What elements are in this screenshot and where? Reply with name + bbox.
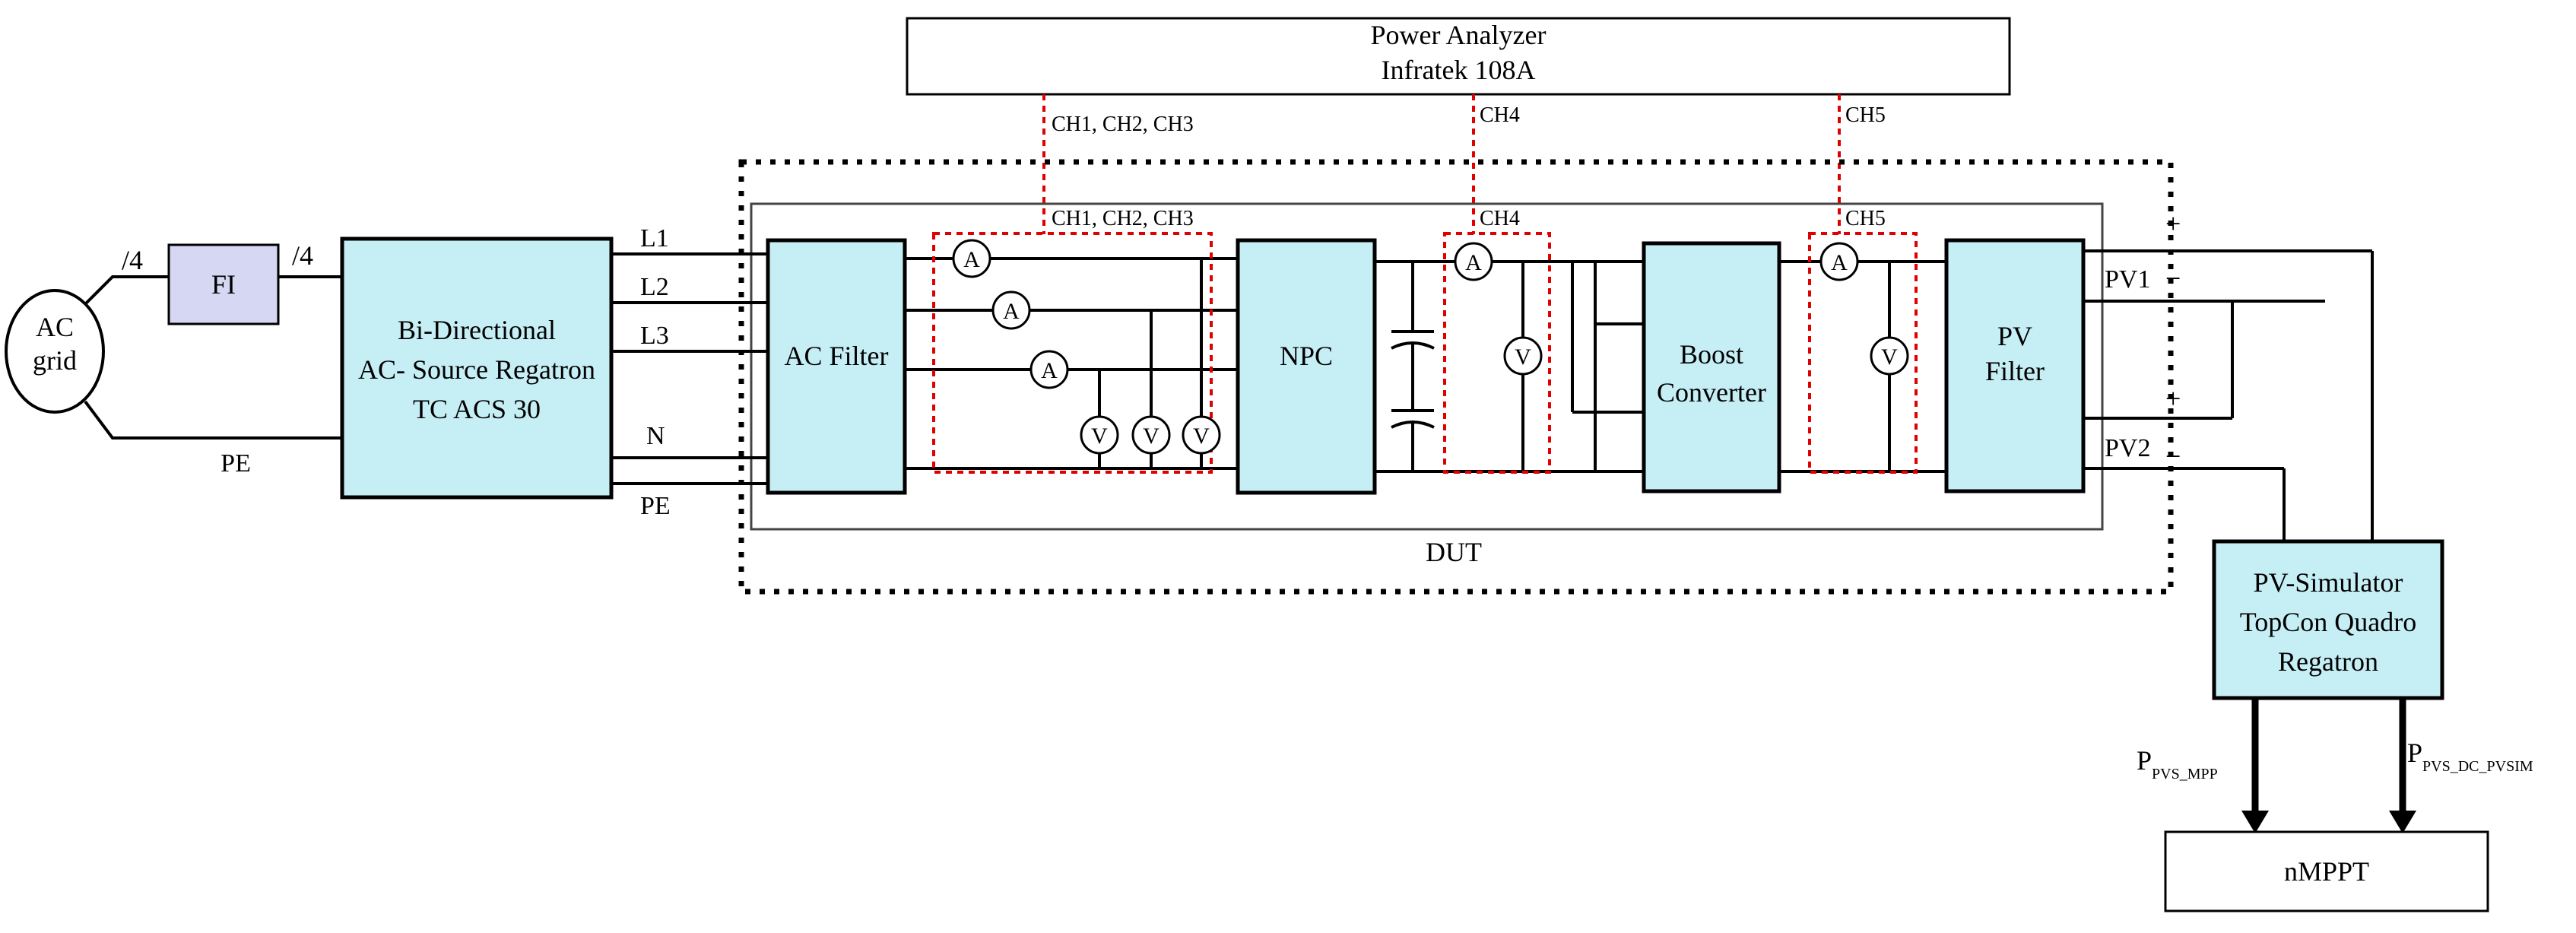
npc-label: NPC [1280, 341, 1333, 371]
pe-left-label: PE [220, 449, 251, 478]
voltmeter-ch2-symbol: V [1143, 424, 1160, 449]
measurement-boundary [738, 159, 2174, 595]
fi-block: FI [167, 243, 280, 325]
ac-source-line1: Bi-Directional [398, 315, 556, 345]
pv1-plus-sign: + [2165, 208, 2181, 239]
voltmeter-ch2: V [1131, 415, 1171, 455]
nmppt-label: nMPPT [2284, 856, 2369, 887]
ac-bus-lines [611, 252, 768, 485]
pv-filter-label-bottom: Filter [1985, 356, 2045, 386]
power-arrows [2241, 698, 2416, 833]
pv-filter-block: PV Filter [1944, 238, 2086, 493]
power-analyzer-block: Power Analyzer Infratek 108A [906, 17, 2011, 96]
voltmeter-ch4-symbol: V [1515, 344, 1531, 370]
pv2-plus-sign: + [2165, 383, 2181, 414]
slash4-right-label: /4 [292, 240, 313, 271]
ammeter-ch4-symbol: A [1465, 250, 1482, 275]
ch5-inner-label: CH5 [1845, 207, 1886, 230]
voltmeter-ch1-symbol: V [1193, 424, 1210, 449]
pv-output-wiring [2083, 249, 2374, 541]
pv-simulator-line1: PV-Simulator [2254, 567, 2403, 598]
power-analyzer-title: Power Analyzer [1371, 20, 1547, 50]
pv-simulator-block: PV-Simulator TopCon Quadro Regatron [2212, 539, 2444, 700]
ch5-top-label: CH5 [1845, 103, 1886, 127]
ac-filter-block: AC Filter [766, 238, 907, 495]
ch4-inner-label: CH4 [1480, 207, 1520, 230]
boost-label-top: Boost [1680, 339, 1743, 370]
ch123-top-label: CH1, CH2, CH3 [1052, 113, 1194, 136]
ammeter-ch1: A [952, 239, 991, 278]
ac-filter-label: AC Filter [784, 341, 888, 371]
fi-label: FI [211, 269, 236, 300]
ammeter-ch5: A [1819, 242, 1859, 281]
voltmeter-ch5: V [1870, 336, 1909, 376]
ac-source-block: Bi-Directional AC- Source Regatron TC AC… [340, 236, 614, 500]
voltmeter-ch5-symbol: V [1881, 344, 1898, 370]
pv2-minus-sign: − [2165, 441, 2181, 471]
pe-bus-label: PE [640, 492, 671, 520]
p-mpp-label: PPVS_MPP [2137, 745, 2218, 782]
ch4-top-label: CH4 [1480, 103, 1520, 127]
dut-boundary [750, 202, 2104, 531]
p-mpp-subscript: PVS_MPP [2152, 766, 2218, 782]
npc-block: NPC [1236, 238, 1377, 495]
voltmeter-ch4: V [1503, 336, 1543, 376]
pv-filter-label-top: PV [1997, 321, 2032, 351]
ammeter-ch5-symbol: A [1831, 250, 1848, 275]
pv1-label: PV1 [2105, 265, 2150, 294]
power-analyzer-model: Infratek 108A [1382, 55, 1536, 85]
ac-grid-label-top: AC [36, 312, 74, 342]
ammeter-ch2: A [991, 290, 1031, 330]
p-dc-label: PPVS_DC_PVSIM [2407, 738, 2533, 775]
voltmeter-ch3-symbol: V [1091, 424, 1108, 449]
ac-grid-label-bottom: grid [33, 345, 77, 376]
ch5-measure-box [1808, 232, 1918, 474]
ammeter-ch1-symbol: A [963, 247, 980, 272]
slash4-left-label: /4 [122, 245, 143, 275]
ac-source-line3: TC ACS 30 [413, 394, 541, 424]
pv2-label: PV2 [2105, 434, 2150, 462]
boost-converter-block: Boost Converter [1642, 241, 1781, 493]
l1-label: L1 [640, 224, 669, 252]
pv-simulator-line3: Regatron [2278, 646, 2378, 677]
ch123-measure-box [932, 232, 1213, 474]
voltmeter-ch1: V [1182, 415, 1221, 455]
ch123-inner-label: CH1, CH2, CH3 [1052, 207, 1194, 230]
p-mpp-main: P [2137, 745, 2152, 776]
grid-wiring [84, 275, 342, 440]
l2-label: L2 [640, 273, 669, 301]
dc-link-wiring [1375, 260, 1644, 473]
ac-grid-source: AC grid [5, 289, 105, 414]
voltmeter-ch3: V [1080, 415, 1119, 455]
n-label: N [646, 422, 665, 450]
pv1-minus-sign: − [2165, 263, 2181, 294]
ammeter-ch2-symbol: A [1003, 299, 1020, 324]
p-dc-subscript: PVS_DC_PVSIM [2422, 758, 2533, 775]
ammeter-ch3-symbol: A [1041, 358, 1058, 383]
nmppt-block: nMPPT [2164, 830, 2489, 912]
boost-label-bottom: Converter [1657, 377, 1766, 408]
ammeter-ch4: A [1454, 242, 1493, 281]
boost-pvfilter-wiring [1779, 260, 1946, 473]
dut-label: DUT [1426, 537, 1482, 567]
ammeter-ch3: A [1029, 350, 1069, 389]
p-dc-main: P [2407, 738, 2422, 768]
ac-source-line2: AC- Source Regatron [358, 354, 595, 385]
pv-simulator-line2: TopCon Quadro [2240, 607, 2416, 637]
l3-label: L3 [640, 322, 669, 350]
